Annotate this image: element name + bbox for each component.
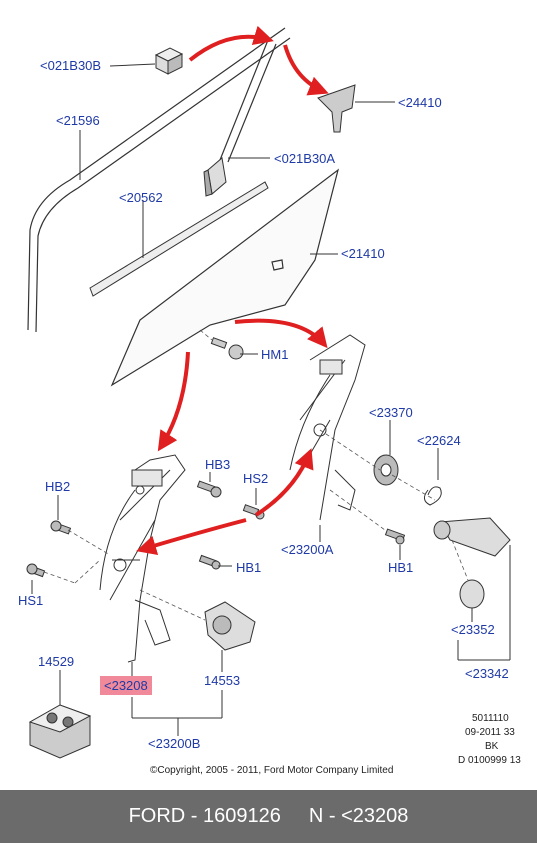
label-20562[interactable]: <20562 (119, 190, 163, 205)
part-23352-escutcheon (459, 579, 485, 609)
diagram-drawing (26, 25, 511, 759)
dash-lines (43, 329, 469, 621)
part-14529-module (28, 704, 92, 759)
fasteners (26, 480, 406, 578)
part-23200A-regulator (289, 334, 366, 521)
label-23342[interactable]: <23342 (465, 666, 509, 681)
assembly-arrows (136, 25, 329, 555)
meta-line-4: D 0100999 13 (458, 755, 521, 766)
part-24410-bracket (317, 84, 356, 133)
label-23200A[interactable]: <23200A (281, 542, 334, 557)
parts-diagram: <021B30B <21596 <24410 <021B30A <20562 <… (18, 25, 521, 776)
label-14553[interactable]: 14553 (204, 673, 241, 688)
label-23352[interactable]: <23352 (451, 622, 495, 637)
label-hm1[interactable]: HM1 (261, 347, 289, 362)
footer-part-number: FORD - 1609126 (128, 805, 281, 827)
part-021B30A-block (203, 157, 227, 197)
footer-bar: FORD - 1609126 N - <23208 (0, 790, 537, 843)
footer-reference: N - <23208 (308, 805, 409, 827)
label-24410[interactable]: <24410 (398, 95, 442, 110)
glass-run-channel (27, 27, 291, 333)
part-23342-handle (433, 517, 511, 557)
label-021B30B[interactable]: <021B30B (40, 58, 102, 73)
label-22624[interactable]: <22624 (417, 433, 461, 448)
label-23370[interactable]: <23370 (369, 405, 413, 420)
label-23200B[interactable]: <23200B (148, 736, 201, 751)
part-23208-regulator (99, 454, 186, 663)
label-21410[interactable]: <21410 (341, 246, 385, 261)
part-021B30B-block (154, 47, 184, 75)
part-14553-motor (204, 601, 256, 651)
label-hb3[interactable]: HB3 (205, 457, 231, 472)
label-hb2[interactable]: HB2 (45, 479, 71, 494)
part-23370-washer (373, 454, 399, 486)
part-21410-door-glass (110, 168, 340, 387)
part-hm1-nut (210, 337, 244, 360)
meta-line-2: 09-2011 33 (465, 727, 515, 738)
label-hb1-left[interactable]: HB1 (236, 560, 262, 575)
meta-line-1: 5011110 (472, 713, 509, 724)
label-23208-highlighted[interactable]: <23208 (100, 676, 152, 695)
label-hs2[interactable]: HS2 (243, 471, 269, 486)
label-021B30A[interactable]: <021B30A (274, 151, 336, 166)
part-22624-clip (424, 486, 442, 506)
meta-line-3: BK (485, 741, 499, 752)
label-14529[interactable]: 14529 (38, 654, 75, 669)
leader-lines (31, 63, 511, 736)
label-hb1-right[interactable]: HB1 (388, 560, 414, 575)
part-20562-moulding (89, 181, 269, 297)
copyright-text: ©Copyright, 2005 - 2011, Ford Motor Comp… (150, 765, 394, 776)
label-21596[interactable]: <21596 (56, 113, 100, 128)
label-hs1[interactable]: HS1 (18, 593, 44, 608)
